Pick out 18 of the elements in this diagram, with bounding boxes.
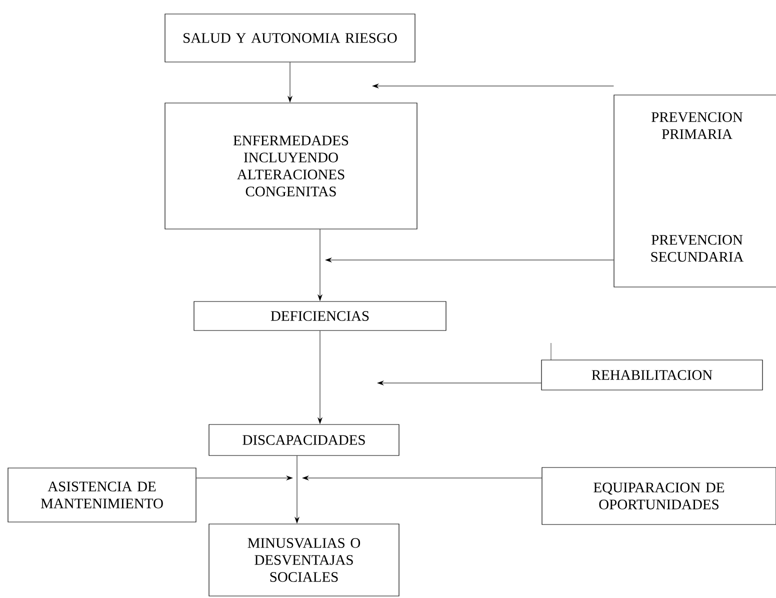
arrow	[288, 62, 292, 102]
arrow	[318, 330, 322, 424]
process-box: DISCAPACIDADES	[208, 424, 400, 456]
arrow	[372, 84, 614, 88]
arrow	[196, 476, 292, 480]
arrow	[318, 229, 322, 301]
process-box: REHABILITACION	[541, 360, 763, 390]
process-box: MINUSVALIAS O DESVENTAJAS SOCIALES	[208, 524, 400, 596]
process-box: SALUD Y AUTONOMIA RIESGO	[164, 14, 416, 62]
process-box: ENFERMEDADES INCLUYENDO ALTERACIONES CONGENITAS	[164, 102, 418, 230]
prevention-box: PREVENCION PRIMARIA PREVENCION SECUNDARIA	[614, 94, 776, 288]
arrow	[326, 258, 614, 262]
process-box: DEFICIENCIAS	[194, 301, 446, 331]
arrow	[378, 380, 542, 386]
process-box: EQUIPARACION DE OPORTUNIDADES	[542, 467, 776, 525]
process-box: ASISTENCIA DE MANTENIMIENTO	[8, 468, 196, 522]
arrow	[302, 476, 542, 480]
arrow	[294, 456, 300, 524]
